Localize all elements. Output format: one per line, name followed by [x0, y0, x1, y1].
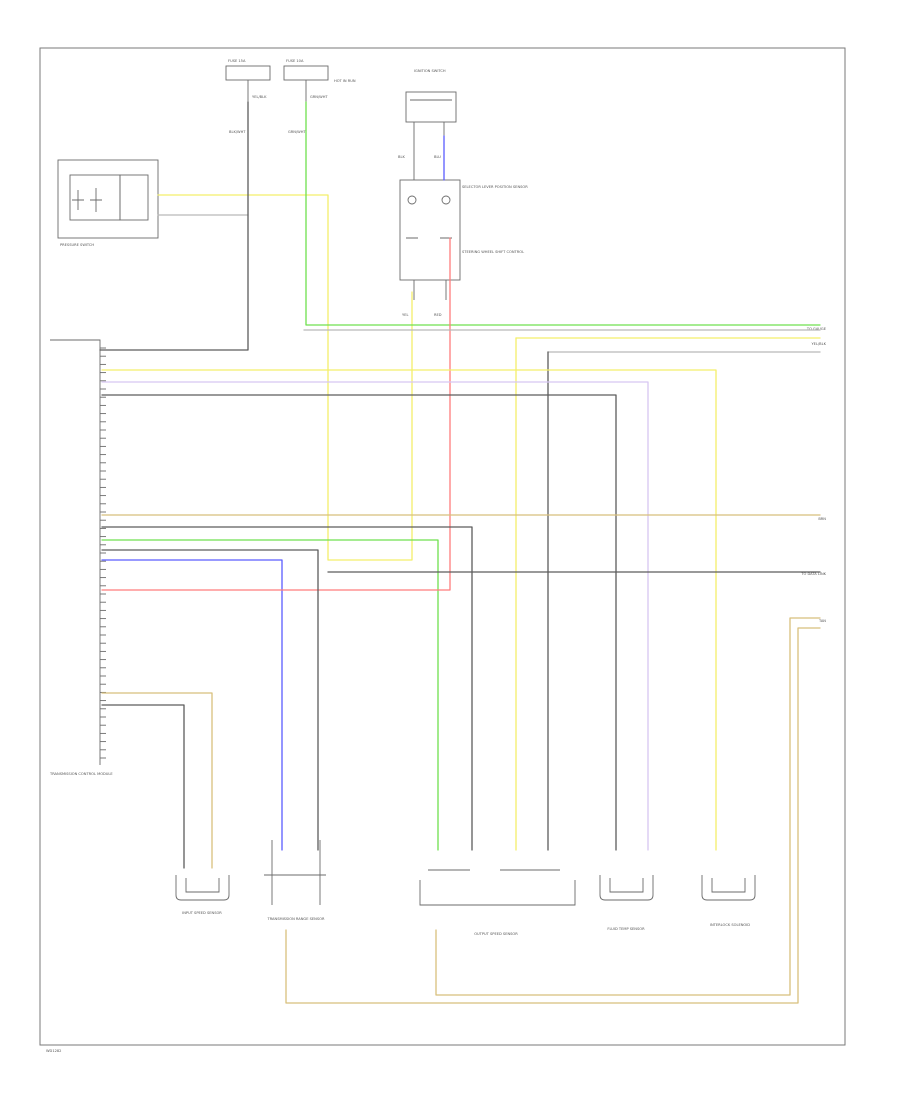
input-speed-sensor: INPUT SPEED SENSOR: [175, 875, 230, 915]
fluid-temp-label: FLUID TEMP SENSOR: [607, 927, 645, 931]
wires: [99, 101, 821, 1004]
wire-code: YEL: [402, 313, 408, 317]
ignition-switch-label: IGNITION SWITCH: [414, 69, 446, 73]
wire-blue: [101, 559, 283, 851]
output-speed-label: OUTPUT SPEED SENSOR: [474, 932, 518, 936]
destination-label: YEL/BLK: [811, 342, 826, 346]
footer-code: WD1282: [46, 1049, 61, 1053]
wire-red: [101, 237, 451, 591]
fuse-2-label: FUSE 10A: [286, 59, 304, 63]
fluid-temp-sensor: FLUID TEMP SENSOR: [599, 875, 654, 931]
destination-label: TO GAUGE: [806, 327, 827, 331]
wire-green: [305, 101, 821, 326]
interlock-label: INTERLOCK SOLENOID: [710, 923, 750, 927]
ignition-switch: IGNITION SWITCH BLK BLU: [398, 69, 457, 180]
wire-yellow: [101, 369, 717, 851]
wire-code: YEL/BLK: [252, 95, 267, 99]
wire-green: [101, 539, 439, 851]
wire-violet: [101, 381, 649, 851]
wire-dark-gray: [101, 394, 617, 851]
tcm-pins: [100, 347, 106, 759]
diagram-frame: [39, 47, 846, 1046]
wire-code: RED: [434, 313, 442, 317]
output-speed-sensor: OUTPUT SPEED SENSOR: [419, 869, 576, 936]
wire-code: GRN/WHT: [288, 130, 306, 134]
fuse-1-label: FUSE 15A: [228, 59, 246, 63]
wire-tan: [101, 692, 213, 869]
pressure-switch: PRESSURE SWITCH: [57, 159, 159, 247]
wire-yellow: [157, 194, 413, 561]
tcm-connector: TRANSMISSION CONTROL MODULE: [49, 339, 113, 776]
wire-code: BLK/WHT: [229, 130, 246, 134]
wire-dark-gray: [101, 704, 185, 869]
selector-lever-sensor: SELECTOR LEVER POSITION SENSOR STEERING …: [399, 179, 528, 317]
selector-lever-label-2: STEERING WHEEL SHIFT CONTROL: [462, 250, 524, 254]
wire-dark-gray: [101, 526, 473, 851]
wire-tan: [435, 617, 821, 996]
selector-lever-label-1: SELECTOR LEVER POSITION SENSOR: [462, 185, 528, 189]
destination-label: TAN: [818, 619, 826, 623]
tcm-label: TRANSMISSION CONTROL MODULE: [49, 772, 113, 776]
input-speed-label: INPUT SPEED SENSOR: [182, 911, 222, 915]
wire-dark-gray: [99, 101, 249, 351]
destination-label: TO DATA LINK: [800, 572, 826, 576]
destination-label: BRN: [818, 517, 826, 521]
wire-dark-gray: [101, 549, 319, 851]
hot-run-label: HOT IN RUN: [334, 79, 356, 83]
range-sensor-label: TRANSMISSION RANGE SENSOR: [267, 917, 325, 921]
fuse-panel: FUSE 15A FUSE 10A HOT IN RUN YEL/BLK GRN…: [225, 59, 356, 134]
wire-code: BLK: [398, 155, 405, 159]
interlock-solenoid: INTERLOCK SOLENOID: [701, 875, 756, 927]
wire-code: GRN/WHT: [310, 95, 328, 99]
wire-code: BLU: [434, 155, 441, 159]
wire-tan: [285, 627, 821, 1004]
range-sensor: TRANSMISSION RANGE SENSOR: [264, 840, 326, 921]
pressure-switch-label: PRESSURE SWITCH: [60, 243, 94, 247]
